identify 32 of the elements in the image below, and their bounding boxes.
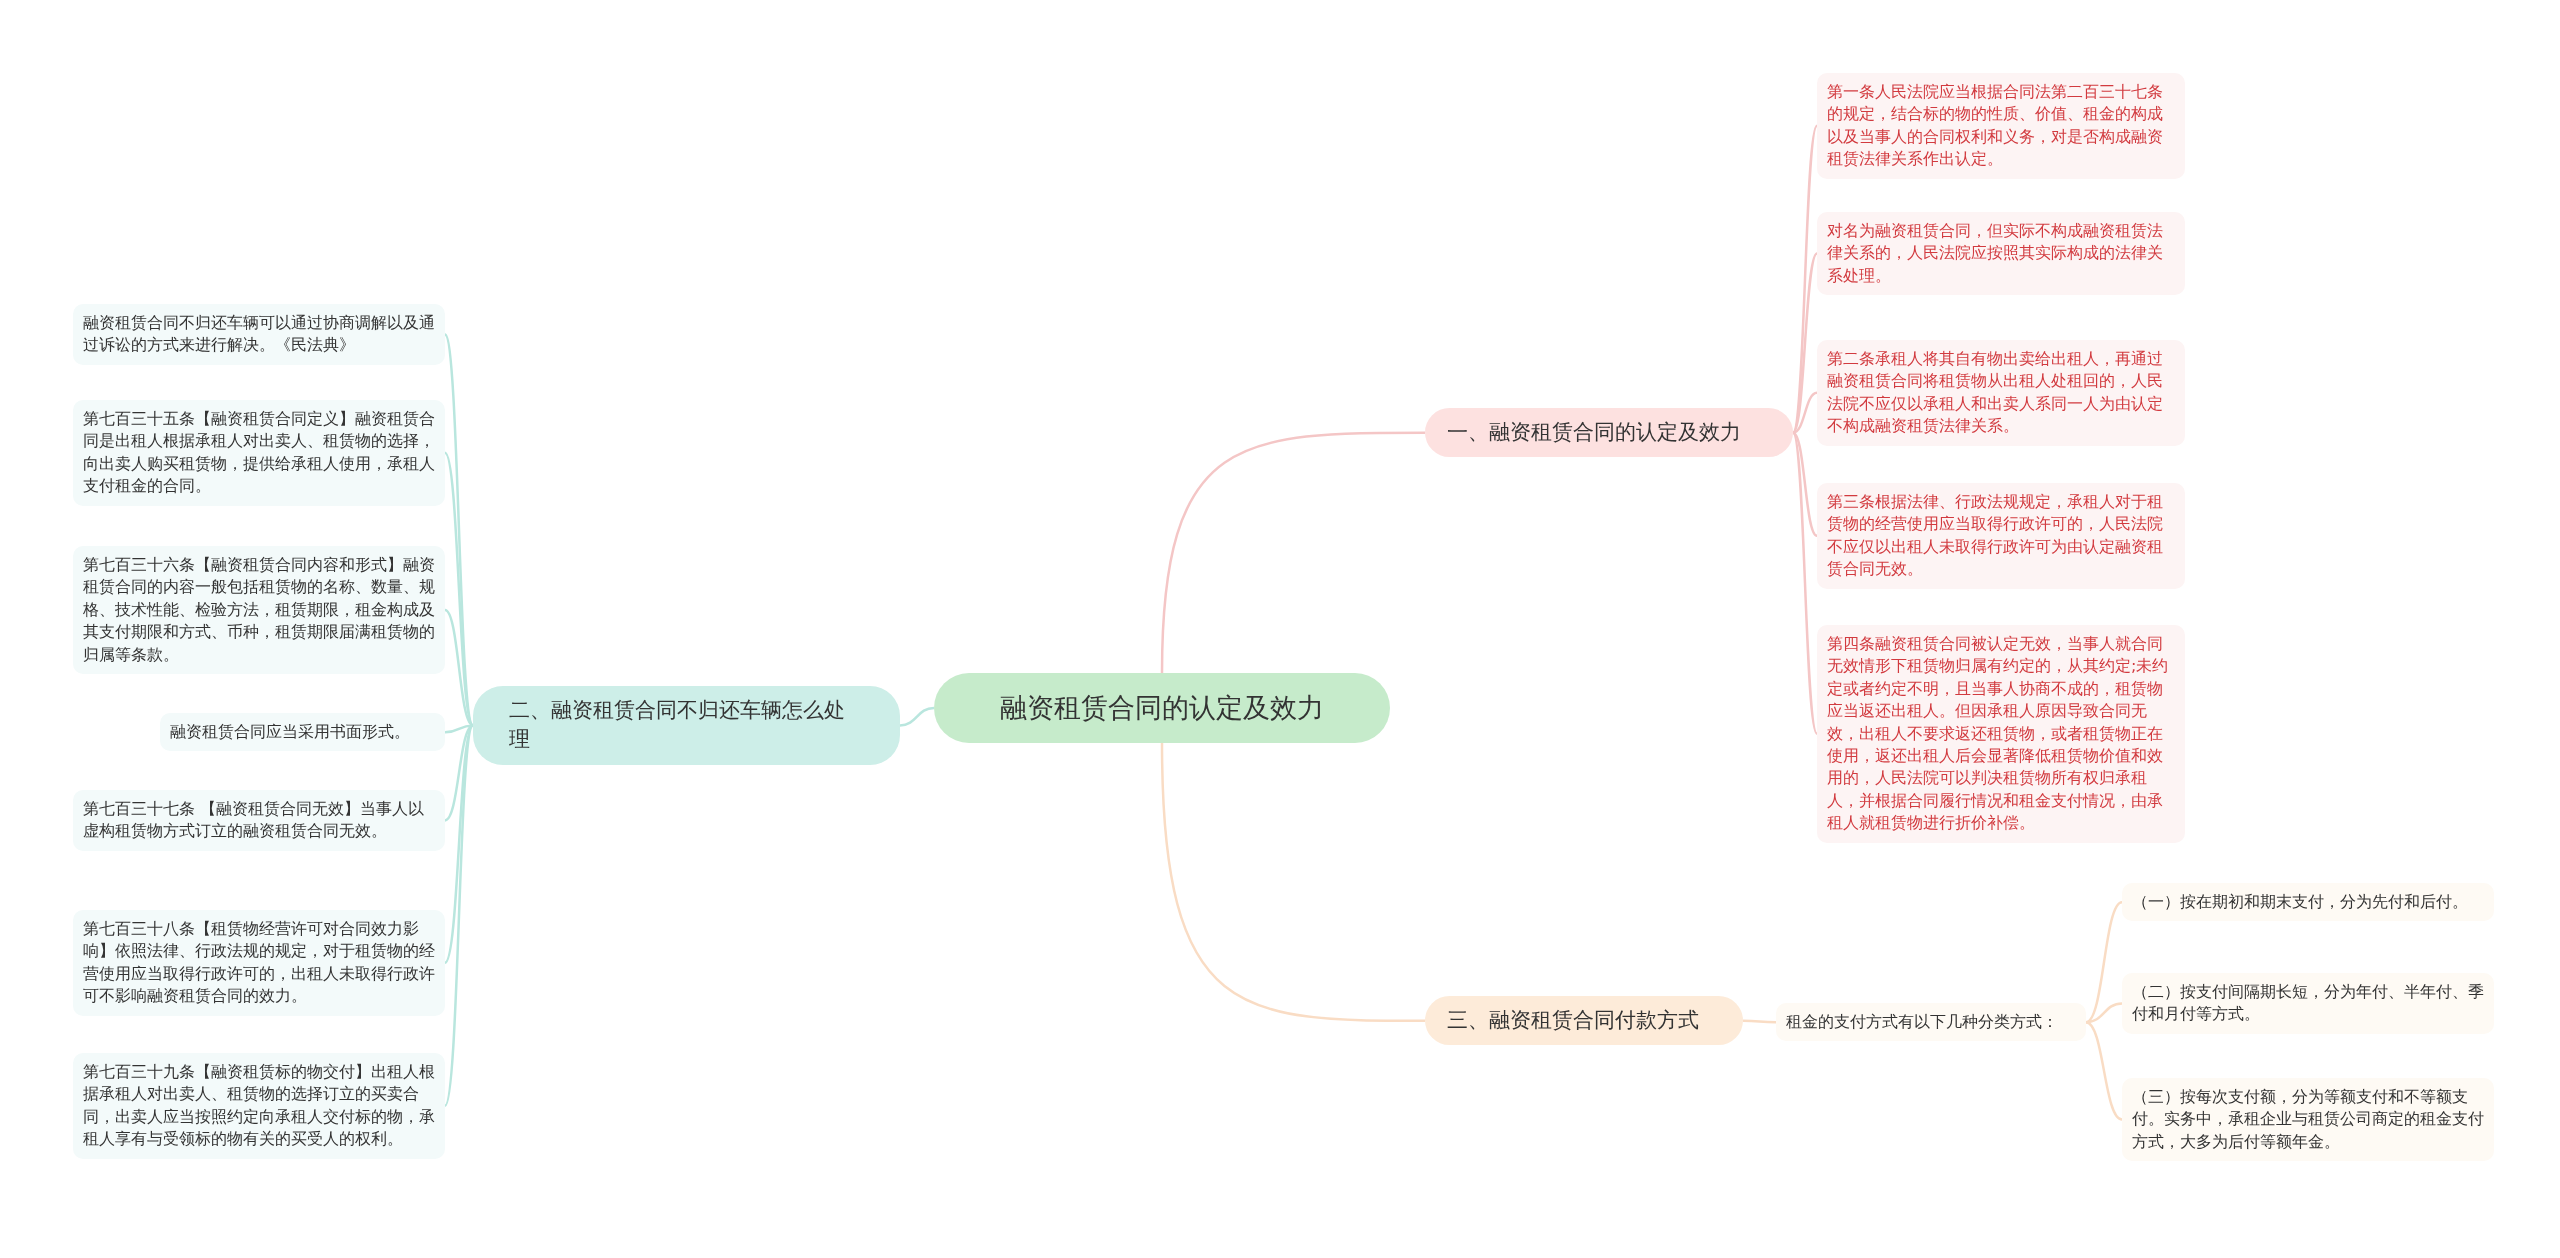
branch-topic: 二、融资租赁合同不归还车辆怎么处理 [473,686,900,765]
note-card: 第一条人民法院应当根据合同法第二百三十七条的规定，结合标的物的性质、价值、租金的构成以及当事人的合同权利和义务，对是否构成融资租赁法律关系作出认定。 [1817,73,2185,179]
connector-line [2085,901,2123,1024]
note-card: （一）按在期初和期末支付，分为先付和后付。 [2122,883,2494,922]
connector-line [1792,431,1818,537]
connector-line [1160,742,1425,1022]
connector-line [899,706,935,727]
note-card: 融资租赁合同不归还车辆可以通过协商调解以及通过诉讼的方式来进行解决。《民法典》 [73,304,445,365]
note-card: 租金的支付方式有以下几种分类方式： [1776,1003,2086,1042]
note-card: 第七百三十五条【融资租赁合同定义】融资租赁合同是出租人根据承租人对出卖人、租赁物的选择，向出卖人购买租赁物，提供给承租人使用，承租人支付租金的合同。 [73,400,445,506]
connector-line [1792,391,1818,434]
note-card: 对名为融资租赁合同，但实际不构成融资租赁法律关系的，人民法院应按照其实际构成的法律关系处理。 [1817,212,2185,296]
note-card: 第七百三十八条【租赁物经营许可对合同效力影响】依照法律、行政法规的规定，对于租赁物的经营使用应当取得行政许可的，出租人未取得行政许可不影响融资租赁合同的效力。 [73,910,445,1016]
note-card: 第七百三十七条 【融资租赁合同无效】当事人以虚构租赁物方式订立的融资租赁合同无效。 [73,790,445,851]
central-topic: 融资租赁合同的认定及效力 [934,673,1390,743]
connector-line [1791,432,1819,735]
connector-line [2085,1002,2123,1024]
note-card: 第四条融资租赁合同被认定无效，当事人就合同无效情形下租赁物归属有约定的，从其约定;未约定或者约定不明，且当事人协商不成的，租赁物应当返还出租人。但因承租人原因导致合同无效，出租人不要求返还租赁物，或者租赁物正在使用，返还出租人后会显著降低租赁物价值和效用的，人民法院可以判决租赁物所有权归承租人，并根据合同履行情况和租金支付情况，由承租人就租赁物进行折价补偿。 [1817,625,2185,843]
note-card: 第七百三十六条【融资租赁合同内容和形式】融资租赁合同的内容一般包括租赁物的名称、数量、规格、技术性能、检验方法，租赁期限，租金构成及其支付期限和方式、币种，租赁期限届满租赁物的归属等条款。 [73,546,445,674]
note-card: 第七百三十九条【融资租赁标的物交付】出租人根据承租人对出卖人、租赁物的选择订立的买卖合同，出卖人应当按照约定向承租人交付标的物，承租人享有与受领标的物有关的买受人的权利。 [73,1053,445,1159]
note-card: 融资租赁合同应当采用书面形式。 [160,713,445,752]
note-card: （三）按每次支付额，分为等额支付和不等额支付。实务中，承租企业与租赁公司商定的租金支付方式，大多为后付等额年金。 [2122,1078,2494,1162]
branch-topic: 三、融资租赁合同付款方式 [1425,996,1743,1046]
note-card: 第三条根据法律、行政法规规定，承租人对于租赁物的经营使用应当取得行政许可的，人民法院不应仅以出租人未取得行政许可为由认定融资租赁合同无效。 [1817,483,2185,589]
connector-line [1792,252,1818,434]
connector-line [1743,1019,1776,1024]
note-card: （二）按支付间隔期长短，分为年付、半年付、季付和月付等方式。 [2122,973,2494,1034]
connector-line [444,608,474,727]
connector-line [2085,1021,2123,1121]
branch-topic: 一、融资租赁合同的认定及效力 [1425,408,1793,458]
note-card: 第二条承租人将其自有物出卖给出租人，再通过融资租赁合同将租赁物从出租人处租回的，人民法院不应仅以承租人和出卖人系同一人为由认定不构成融资租赁法律关系。 [1817,340,2185,446]
connector-line [1160,431,1425,674]
